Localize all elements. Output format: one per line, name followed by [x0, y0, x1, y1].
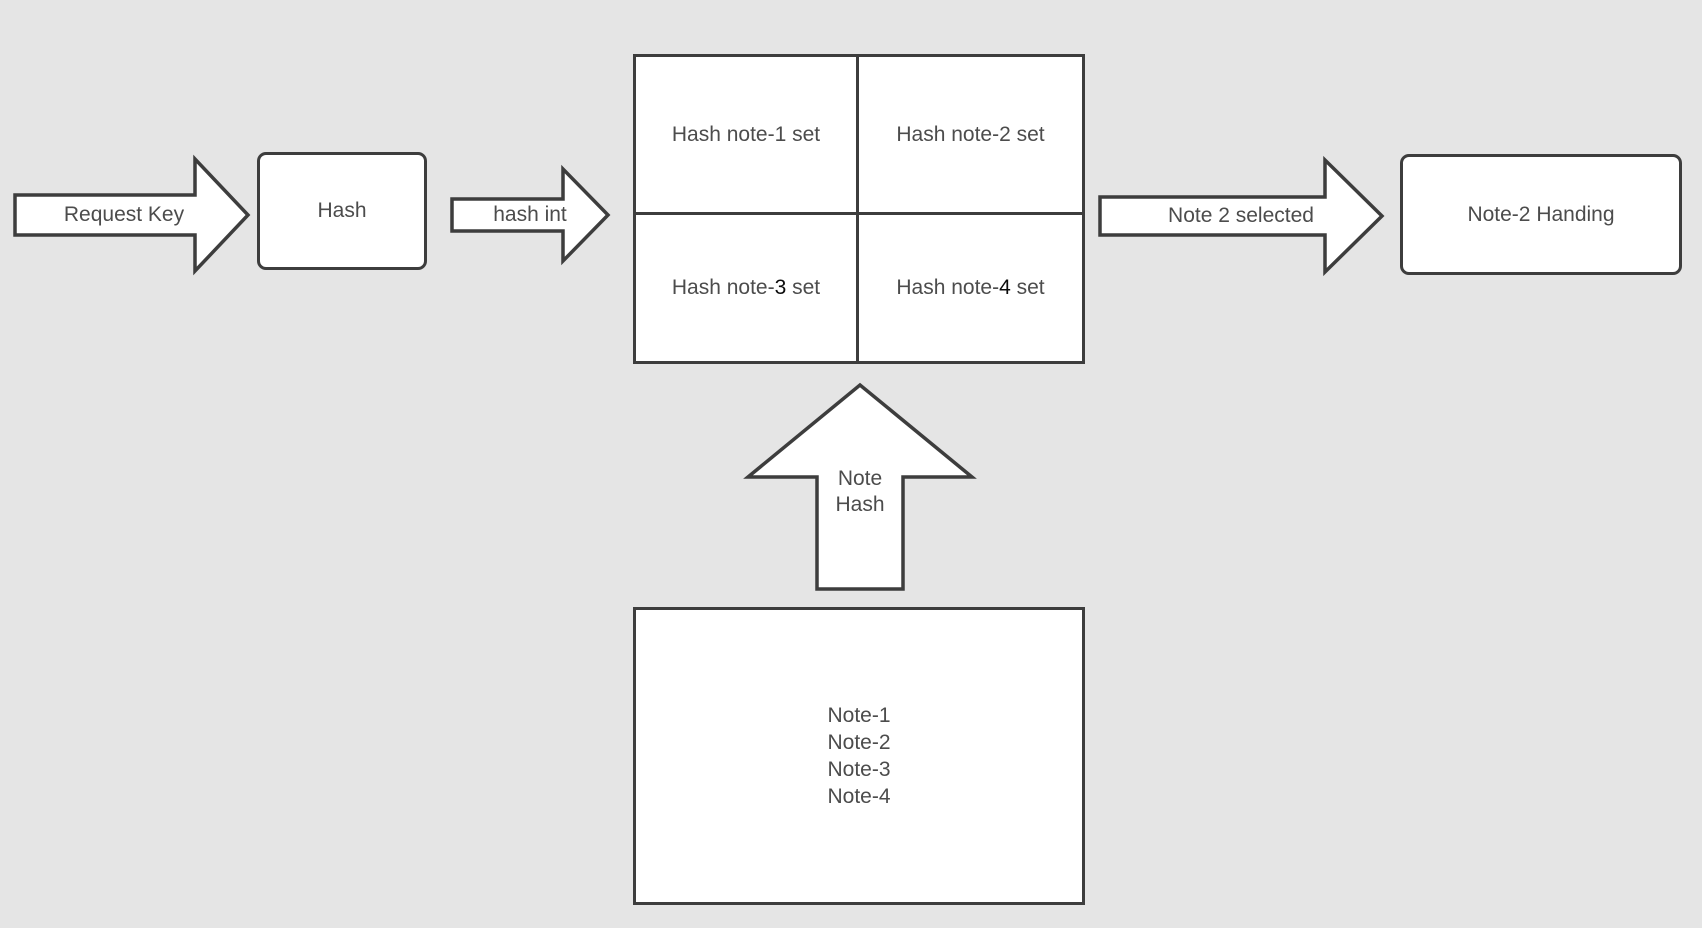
- grid-cell-label: Hash note-3 set: [671, 276, 821, 300]
- note-2-handling-label: Note-2 Handing: [1467, 202, 1615, 226]
- grid-cell-label: Hash note-4 set: [896, 276, 1045, 300]
- note-list-item: Note-4: [827, 785, 891, 808]
- note-selected-right-arrow-icon: [1098, 155, 1385, 277]
- hash-set-grid: Hash note-1 set Hash note-2 set Hash not…: [633, 54, 1085, 364]
- grid-cell-label: Hash note-2 set: [896, 122, 1045, 146]
- hash-int-right-arrow-icon: [450, 164, 611, 266]
- note-list-item: Note-1: [827, 704, 891, 727]
- note-list-item: Note-2: [827, 731, 891, 754]
- grid-cell-hash-note-2: Hash note-2 set: [859, 57, 1082, 216]
- note-list-item: Note-3: [827, 758, 891, 781]
- notes-source-box: Note-1 Note-2 Note-3 Note-4: [633, 607, 1085, 905]
- note-hash-up-arrow-icon: [743, 382, 977, 591]
- hash-box-label: Hash: [317, 199, 367, 222]
- grid-cell-hash-note-3: Hash note-3 set: [636, 215, 859, 361]
- request-key-right-arrow-icon: [13, 154, 251, 276]
- grid-cell-label: Hash note-1 set: [671, 122, 821, 146]
- grid-cell-hash-note-1: Hash note-1 set: [636, 57, 859, 216]
- hash-box: Hash: [257, 152, 427, 270]
- grid-cell-hash-note-4: Hash note-4 set: [859, 215, 1082, 361]
- note-2-handling-box: Note-2 Handing: [1400, 154, 1682, 275]
